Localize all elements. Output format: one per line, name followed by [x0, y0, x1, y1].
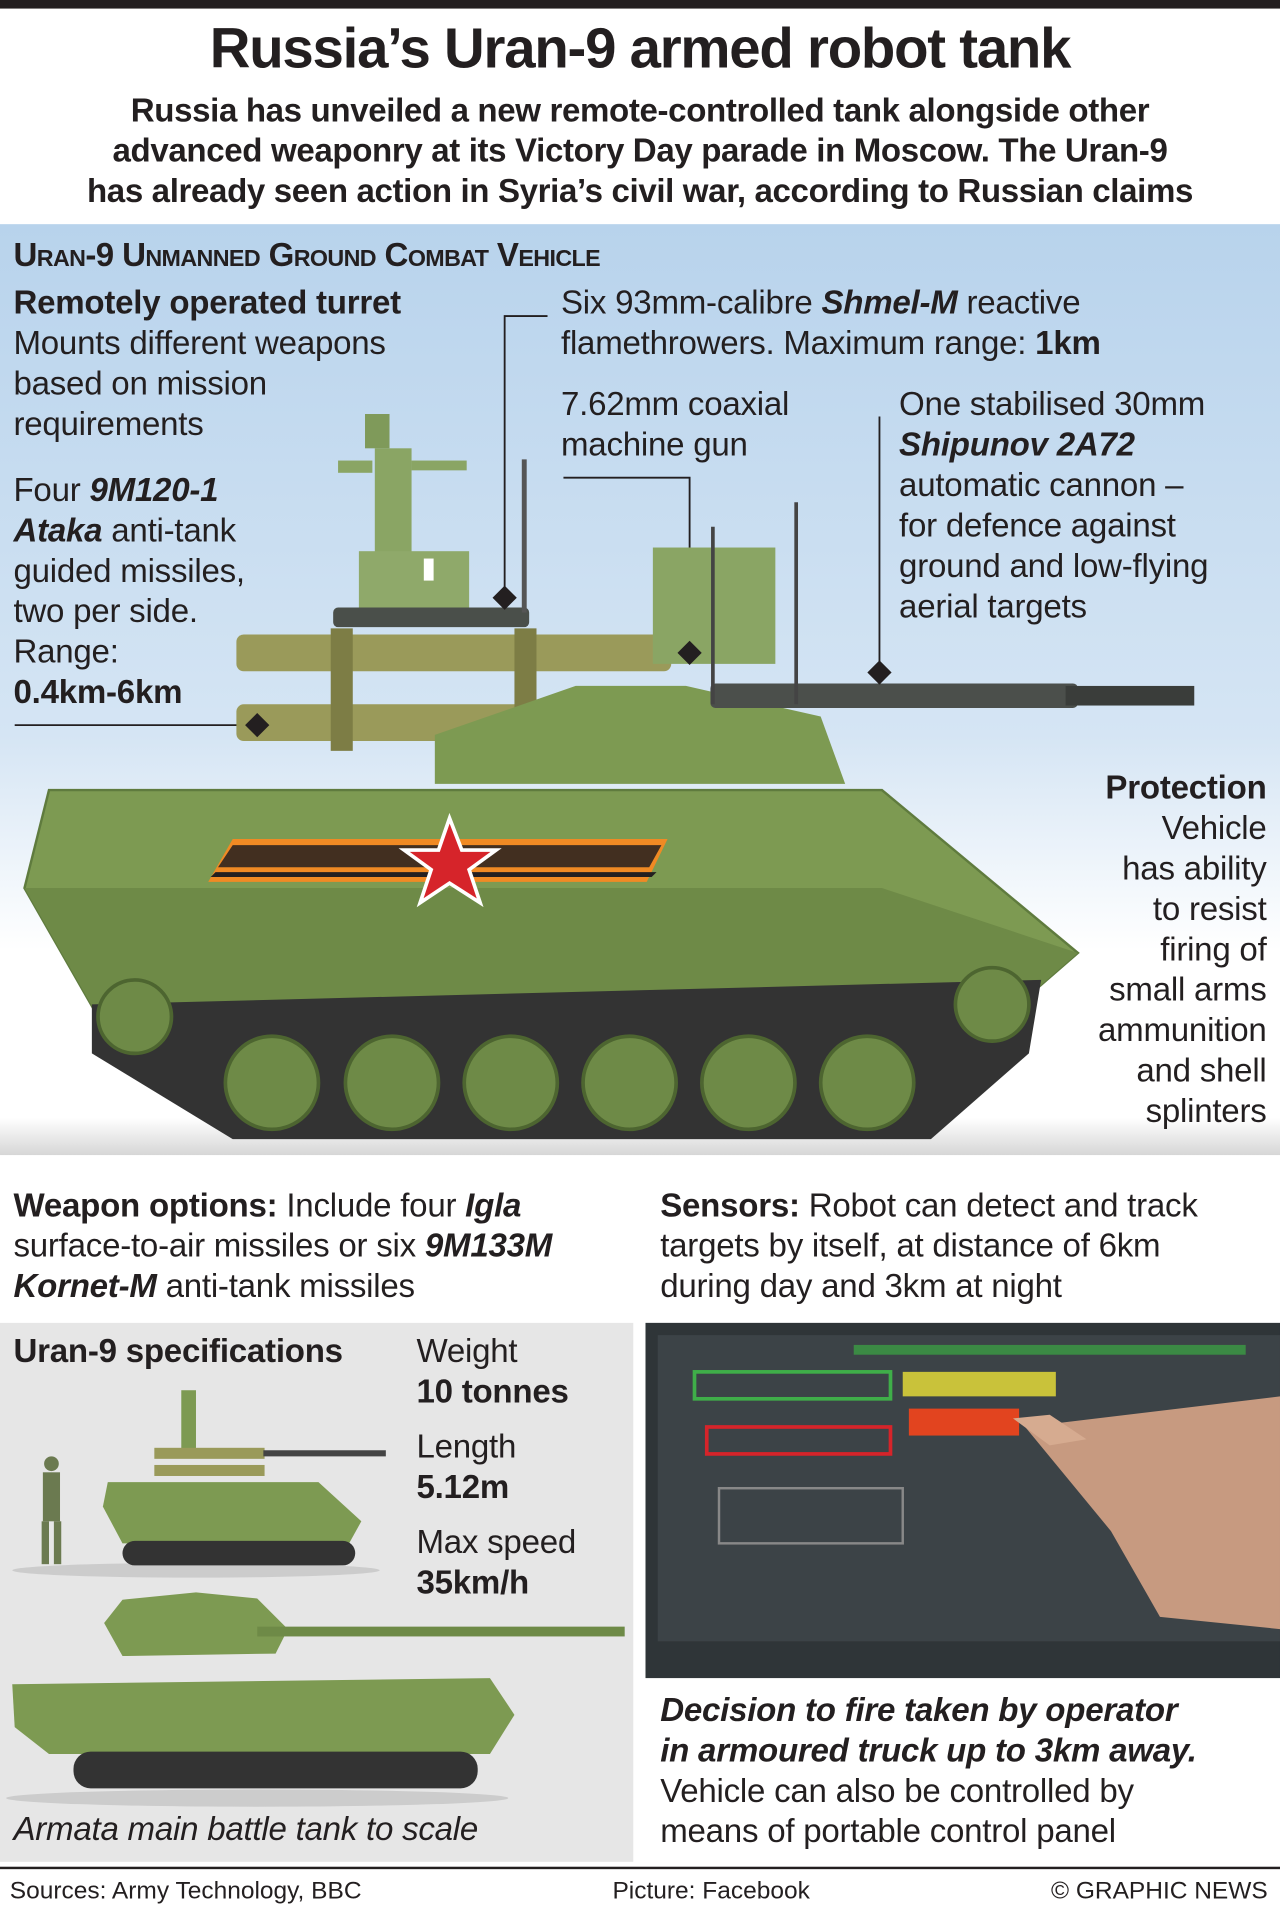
text-line: splinters — [1145, 1092, 1267, 1130]
text: Ataka — [13, 511, 103, 549]
cannon-label: One stabilised 30mm Shipunov 2A72 automa… — [899, 385, 1208, 628]
graphic-news-credit: © GRAPHIC NEWS — [1050, 1877, 1268, 1905]
spec-value: 5.12m — [416, 1468, 510, 1506]
text: Include four — [277, 1186, 466, 1224]
text-line: based on mission — [13, 365, 267, 402]
text-line: Range: — [13, 633, 119, 671]
specs-title: Uran-9 specifications — [13, 1332, 343, 1370]
weapon-options: Weapon options: Include four Igla surfac… — [13, 1186, 552, 1307]
scale-comparison-illustration — [6, 1390, 625, 1807]
text-line: for defence against — [899, 507, 1176, 544]
text-line: ammunition — [1098, 1011, 1267, 1049]
footer-divider — [0, 1866, 1280, 1870]
range-value: 0.4km-6km — [13, 673, 183, 711]
text-line: to resist — [1152, 890, 1267, 928]
spec-label: Max speed — [416, 1523, 577, 1561]
text-line: means of portable control panel — [660, 1812, 1116, 1850]
control-panel-photo — [645, 1322, 1280, 1679]
armata-tank — [12, 1592, 625, 1789]
soldier-figure — [41, 1456, 62, 1565]
spec-value: 35km/h — [416, 1564, 529, 1601]
text-line: Decision to fire taken by operator — [660, 1691, 1178, 1729]
flamethrower-label: Six 93mm-calibre Shmel-M reactive flamet… — [561, 283, 1101, 364]
spec-label: Length — [416, 1428, 517, 1465]
diamond-markers — [245, 585, 892, 738]
text-line: automatic cannon – — [899, 466, 1184, 504]
text: Shmel-M — [821, 284, 958, 321]
text: 1km — [1035, 324, 1101, 362]
text: Sensors: — [660, 1186, 800, 1224]
text-line: Mounts different weapons — [13, 324, 386, 362]
text: surface-to-air missiles or six — [13, 1227, 425, 1265]
text: Kornet-M — [13, 1267, 157, 1305]
page-title: Russia’s Uran-9 armed robot tank — [209, 15, 1072, 80]
text: Robot can detect and track — [799, 1186, 1198, 1224]
armata-caption: Armata main battle tank to scale — [13, 1810, 479, 1848]
text-line: Vehicle — [1161, 809, 1267, 847]
subtitle: Russia has unveiled a new remote-control… — [0, 91, 1280, 212]
text-line: targets by itself, at distance of 6km — [660, 1227, 1161, 1265]
text-line: One stabilised 30mm — [899, 385, 1206, 423]
protection-title: Protection — [1105, 769, 1267, 806]
text-line: and shell — [1136, 1052, 1267, 1089]
turret-label: Remotely operated turret Mounts differen… — [13, 283, 401, 445]
sources: Sources: Army Technology, BBC — [9, 1877, 362, 1905]
spec-label: Weight — [416, 1332, 518, 1370]
text-line: small arms — [1109, 971, 1267, 1009]
subtitle-line: advanced weaponry at its Victory Day par… — [112, 132, 1168, 170]
picture-credit: Picture: Facebook — [612, 1877, 810, 1905]
diagram-heading: Uran-9 Unmanned Ground Combat Vehicle — [13, 236, 601, 274]
text-line: aerial targets — [899, 587, 1087, 625]
text-line: guided missiles, — [13, 552, 245, 590]
text-line: 7.62mm coaxial — [560, 385, 790, 423]
missiles-label: Four 9M120-1 Ataka anti-tank guided miss… — [13, 470, 245, 713]
uran9-small — [102, 1390, 386, 1566]
protection-label: Protection Vehicle has ability to resist… — [1098, 768, 1267, 1132]
text: flamethrowers. Maximum range: — [560, 324, 1036, 362]
text: Weapon options: — [13, 1186, 278, 1224]
text: anti-tank missiles — [156, 1267, 415, 1305]
text: Six 93mm-calibre — [560, 284, 822, 321]
sensors: Sensors: Robot can detect and track targ… — [660, 1186, 1198, 1307]
text: 9M120-1 — [89, 471, 219, 509]
text: anti-tank — [102, 511, 236, 549]
text: Igla — [465, 1186, 522, 1224]
turret-title: Remotely operated turret — [13, 284, 401, 321]
control-screen-image — [645, 1322, 1280, 1679]
text-line: ground and low-flying — [899, 547, 1209, 585]
subtitle-line: has already seen action in Syria’s civil… — [86, 172, 1194, 210]
text: 9M133M — [424, 1227, 553, 1265]
text: Four — [13, 471, 90, 509]
text-line: firing of — [1160, 930, 1267, 968]
text-line: in armoured truck up to 3km away. — [660, 1731, 1197, 1769]
photo-caption: Decision to fire taken by operator in ar… — [660, 1690, 1197, 1852]
text-line: requirements — [13, 405, 204, 443]
text-line: Vehicle can also be controlled by — [660, 1772, 1134, 1810]
text-line: during day and 3km at night — [660, 1267, 1062, 1305]
spec-value: 10 tonnes — [416, 1373, 569, 1410]
text-line: Shipunov 2A72 — [899, 426, 1135, 464]
machine-gun-label: 7.62mm coaxial machine gun — [561, 385, 789, 466]
subtitle-line: Russia has unveiled a new remote-control… — [130, 91, 1150, 129]
text-line: has ability — [1122, 850, 1267, 887]
text: reactive — [957, 284, 1081, 321]
top-bar — [0, 0, 1280, 9]
text-line: two per side. — [13, 592, 198, 630]
text-line: machine gun — [560, 426, 748, 464]
specs-list: Weight 10 tonnes Length 5.12m Max speed … — [416, 1331, 576, 1603]
